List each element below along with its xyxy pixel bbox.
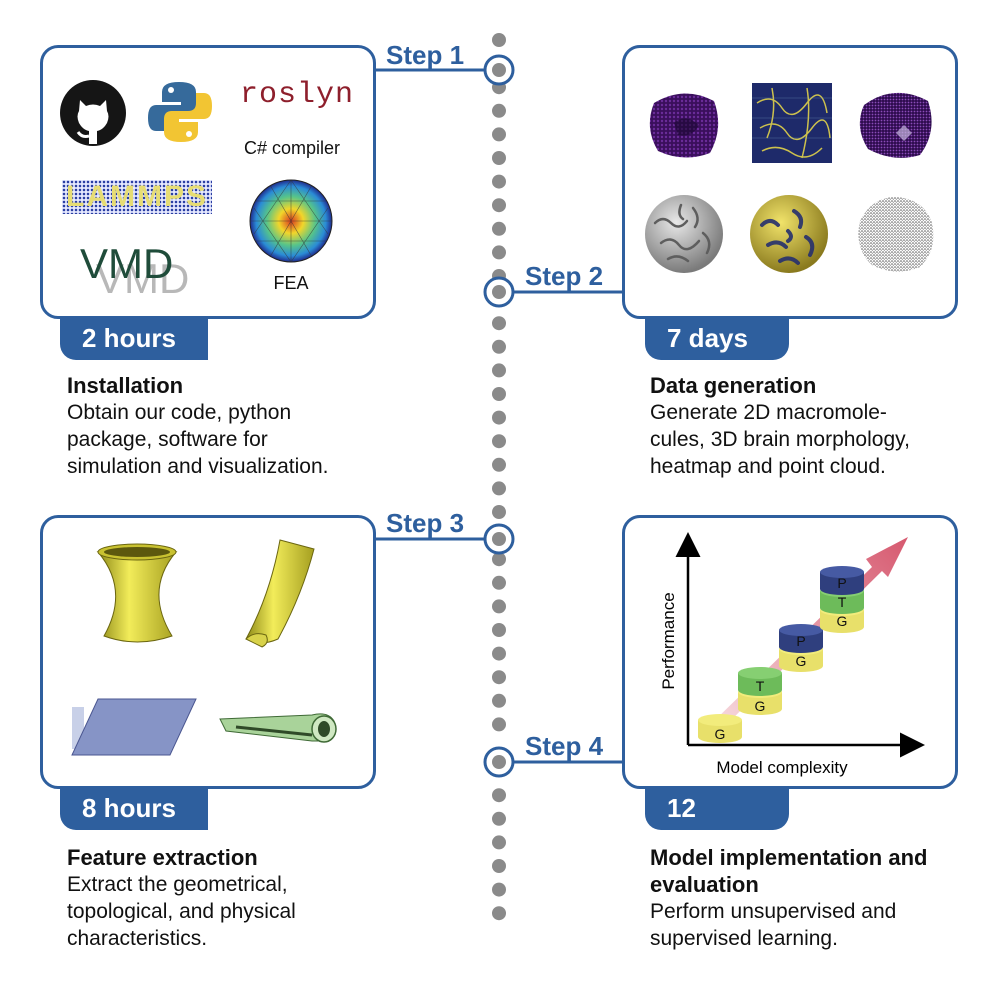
step2-label: Step 2 bbox=[525, 261, 604, 291]
timeline-dot bbox=[492, 387, 506, 401]
hyperboloid-shape bbox=[96, 543, 178, 643]
model-stack-2 bbox=[738, 667, 782, 715]
step2-desc-line2: cules, 3D brain morphology, bbox=[650, 428, 910, 451]
timeline-dot bbox=[492, 457, 506, 472]
brain-heatmap-sphere-image bbox=[750, 195, 828, 273]
step1-desc-line1: Obtain our code, python bbox=[67, 401, 292, 424]
stack4-label-g: G bbox=[837, 613, 848, 629]
brain-morphology-image bbox=[645, 195, 723, 273]
point-cloud-image bbox=[858, 197, 934, 272]
step3-desc-line2: topological, and physical bbox=[67, 900, 296, 923]
csharp-compiler-caption: C# compiler bbox=[243, 138, 341, 158]
model-stack-3 bbox=[779, 624, 823, 672]
timeline-dot bbox=[492, 670, 506, 685]
timeline-dot bbox=[492, 599, 506, 614]
vmd-logo-shadow: VMD bbox=[96, 255, 190, 302]
heatmap-image bbox=[752, 83, 832, 163]
performance-chart: G T G P G P T G Performance Model comple… bbox=[659, 532, 925, 777]
timeline-dot bbox=[492, 835, 506, 850]
timeline-dot bbox=[492, 906, 506, 921]
step3-desc-line1: Extract the geometrical, bbox=[67, 873, 288, 896]
timeline-dot bbox=[492, 33, 506, 47]
step1-node bbox=[483, 54, 515, 86]
timeline-dot bbox=[492, 646, 506, 661]
curved-sheet-shape bbox=[245, 539, 315, 648]
timeline-dot bbox=[492, 363, 506, 378]
timeline-dot bbox=[492, 316, 506, 331]
timeline-dot bbox=[492, 127, 506, 142]
step4-title-line2: evaluation bbox=[650, 872, 759, 897]
stack3-label-g: G bbox=[796, 653, 807, 669]
timeline-dot bbox=[492, 198, 506, 213]
timeline-dot bbox=[492, 151, 506, 165]
stack2-label-t: T bbox=[756, 678, 765, 694]
stack2-label-g: G bbox=[755, 698, 766, 714]
duration-badge-step3: 8 hours bbox=[60, 786, 208, 830]
step1-label: Step 1 bbox=[386, 40, 465, 70]
step1-desc-line3: simulation and visualization. bbox=[67, 455, 329, 478]
step4-label: Step 4 bbox=[525, 731, 604, 761]
lammps-logo: LAMMPS bbox=[62, 180, 212, 214]
macromolecule-purple-image bbox=[649, 93, 719, 158]
step2-node bbox=[483, 276, 515, 308]
timeline-dots bbox=[492, 33, 506, 921]
step4-desc-line2: supervised learning. bbox=[650, 927, 838, 950]
timeline-dot bbox=[492, 552, 506, 567]
duration-badge-step1: 2 hours bbox=[60, 316, 208, 360]
timeline-dot bbox=[492, 245, 506, 260]
step2-desc-line1: Generate 2D macromole- bbox=[650, 401, 887, 424]
step3-desc-line3: characteristics. bbox=[67, 927, 208, 950]
step1-title: Installation bbox=[67, 373, 184, 398]
timeline-dot bbox=[492, 174, 506, 189]
duration-badge-step4: 12 hours bbox=[645, 786, 789, 867]
step3-label: Step 3 bbox=[386, 508, 465, 538]
rolled-tube-shape bbox=[219, 713, 337, 743]
timeline-dot bbox=[492, 410, 506, 425]
vmd-logo: VMD bbox=[80, 240, 174, 287]
timeline-dot bbox=[492, 693, 506, 708]
step4-desc-line1: Perform unsupervised and bbox=[650, 900, 897, 923]
model-stack-4 bbox=[820, 566, 864, 633]
stack4-label-t: T bbox=[838, 594, 847, 610]
timeline-dot bbox=[492, 505, 506, 519]
timeline-dot bbox=[492, 811, 506, 826]
timeline-dot bbox=[492, 221, 506, 236]
step4-node bbox=[483, 746, 515, 778]
step4-title-line1: Model implementation and bbox=[650, 845, 928, 870]
timeline-dot bbox=[492, 859, 506, 873]
y-axis-label: Performance bbox=[659, 592, 678, 689]
model-stack-1 bbox=[698, 714, 742, 743]
step3-node bbox=[483, 523, 515, 555]
x-axis-label: Model complexity bbox=[716, 758, 848, 777]
timeline-dot bbox=[492, 339, 506, 354]
macromolecule-mesh-image bbox=[859, 92, 932, 158]
roslyn-logo: roslyn bbox=[240, 78, 355, 112]
step2-desc-line3: heatmap and point cloud. bbox=[650, 455, 886, 478]
timeline-dot bbox=[492, 623, 506, 637]
timeline-dot bbox=[492, 788, 506, 803]
timeline-dot bbox=[492, 575, 506, 590]
github-icon bbox=[60, 80, 126, 146]
step1-desc-line2: package, software for bbox=[67, 428, 268, 451]
step3-title: Feature extraction bbox=[67, 845, 258, 870]
timeline-dot bbox=[492, 103, 506, 118]
duration-badge-step2: 7 days bbox=[645, 316, 789, 360]
timeline-dot bbox=[492, 882, 506, 897]
flat-plane-shape bbox=[71, 698, 197, 756]
stack3-label-p: P bbox=[796, 633, 805, 649]
timeline-dot bbox=[492, 434, 506, 449]
step2-title: Data generation bbox=[650, 373, 817, 398]
stack1-label-g: G bbox=[715, 726, 726, 742]
timeline-dot bbox=[492, 717, 506, 732]
stack4-label-p: P bbox=[837, 575, 846, 591]
python-icon bbox=[148, 82, 212, 142]
timeline-dot bbox=[492, 481, 506, 496]
fea-mesh-icon bbox=[249, 179, 333, 263]
fea-caption: FEA bbox=[273, 273, 309, 293]
